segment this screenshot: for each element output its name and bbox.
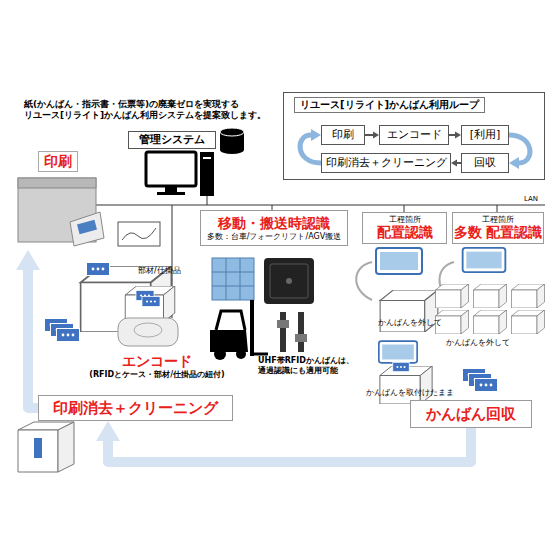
pallet-load	[212, 258, 254, 300]
gate-antenna	[277, 312, 307, 352]
printer-illustration	[18, 178, 104, 246]
loop-step: エンコード	[379, 125, 449, 145]
print-station: 印刷	[16, 150, 102, 250]
collect-box: かんばん回収	[410, 400, 532, 428]
node-text: エンコード	[122, 353, 192, 370]
node-text: 回収	[474, 156, 496, 169]
loop-arrow	[457, 162, 461, 164]
node-text: (RFIDとケース・部材/仕掛品の紐付)	[89, 370, 224, 380]
transport-box: 移動・搬送時認識多数：台車/フォークリフト/AGV搬送	[200, 210, 348, 246]
node-text: 配置認識	[377, 224, 433, 241]
erase-box: 印刷消去＋クリーニング	[38, 395, 233, 421]
station-multi	[436, 248, 545, 334]
node-text: 多数：台車/フォークリフト/AGV搬送	[207, 232, 341, 242]
flow-arrow	[28, 270, 38, 408]
encode-box: エンコード(RFIDとケース・部材/仕掛品の紐付)	[84, 348, 230, 384]
intro-title: 紙(かんばん・指示書・伝票等)の廃棄ゼロを実現する リユース[リライト]かんばん…	[24, 99, 276, 121]
loop-step: 印刷	[321, 125, 365, 145]
computer-icon	[146, 152, 214, 196]
uhf-note: UHF帯RFIDかんばんは、 通過認識にも適用可能	[258, 356, 358, 375]
station-note: かんばんを取付けたまま	[366, 388, 454, 398]
loop-arrow	[300, 135, 321, 163]
flow-arrow	[108, 428, 471, 462]
node-text: エンコード	[387, 128, 442, 141]
node-text: 移動・搬送時認識	[218, 215, 330, 232]
parts-label: 部材/仕掛品	[138, 266, 181, 276]
station-box: 工程箇所多数 配置認識	[452, 212, 544, 244]
station-box: 工程箇所配置認識	[362, 212, 447, 244]
forklift	[210, 300, 268, 360]
node-text: 印刷消去＋クリーニング	[53, 399, 218, 417]
kanban-cards	[45, 319, 80, 342]
collected-cards	[463, 369, 498, 392]
loop-frame: リユース[リライト]かんばん利用ループ印刷 エンコード [利用] 印刷消去＋クリーニン…	[283, 92, 545, 180]
node-text: 印刷消去＋クリーニング	[326, 156, 447, 169]
node-text: 工程箇所	[482, 215, 514, 225]
node-text: 印刷	[332, 128, 354, 141]
node-text: 印刷	[38, 151, 78, 172]
loop-arrow	[449, 134, 455, 136]
node-text: 多数 配置認識	[454, 224, 543, 241]
eraser-machine	[18, 422, 74, 472]
node-text: [利用]	[470, 128, 501, 141]
loop-arrow	[509, 135, 530, 163]
node-text: 工程箇所	[389, 215, 421, 225]
node-text: リユース[リライト]かんばん利用ループ	[294, 97, 485, 113]
loop-arrow	[365, 134, 373, 136]
database-icon	[220, 128, 244, 154]
loop-step: 回収	[461, 153, 509, 173]
tablet-icon	[118, 222, 160, 246]
loop-step: 印刷消去＋クリーニング	[321, 153, 451, 173]
lan-label: LAN	[524, 195, 538, 203]
node-text: 管理システム	[139, 133, 205, 146]
loop-step: [利用]	[461, 125, 509, 145]
station-note: かんばんを外して	[446, 338, 510, 348]
station-note: かんばんを外して	[378, 318, 442, 328]
rfid-reader	[264, 258, 314, 304]
node-text: かんばん回収	[426, 405, 516, 423]
system-box: 管理システム	[128, 131, 216, 149]
encoder-device	[118, 318, 178, 346]
